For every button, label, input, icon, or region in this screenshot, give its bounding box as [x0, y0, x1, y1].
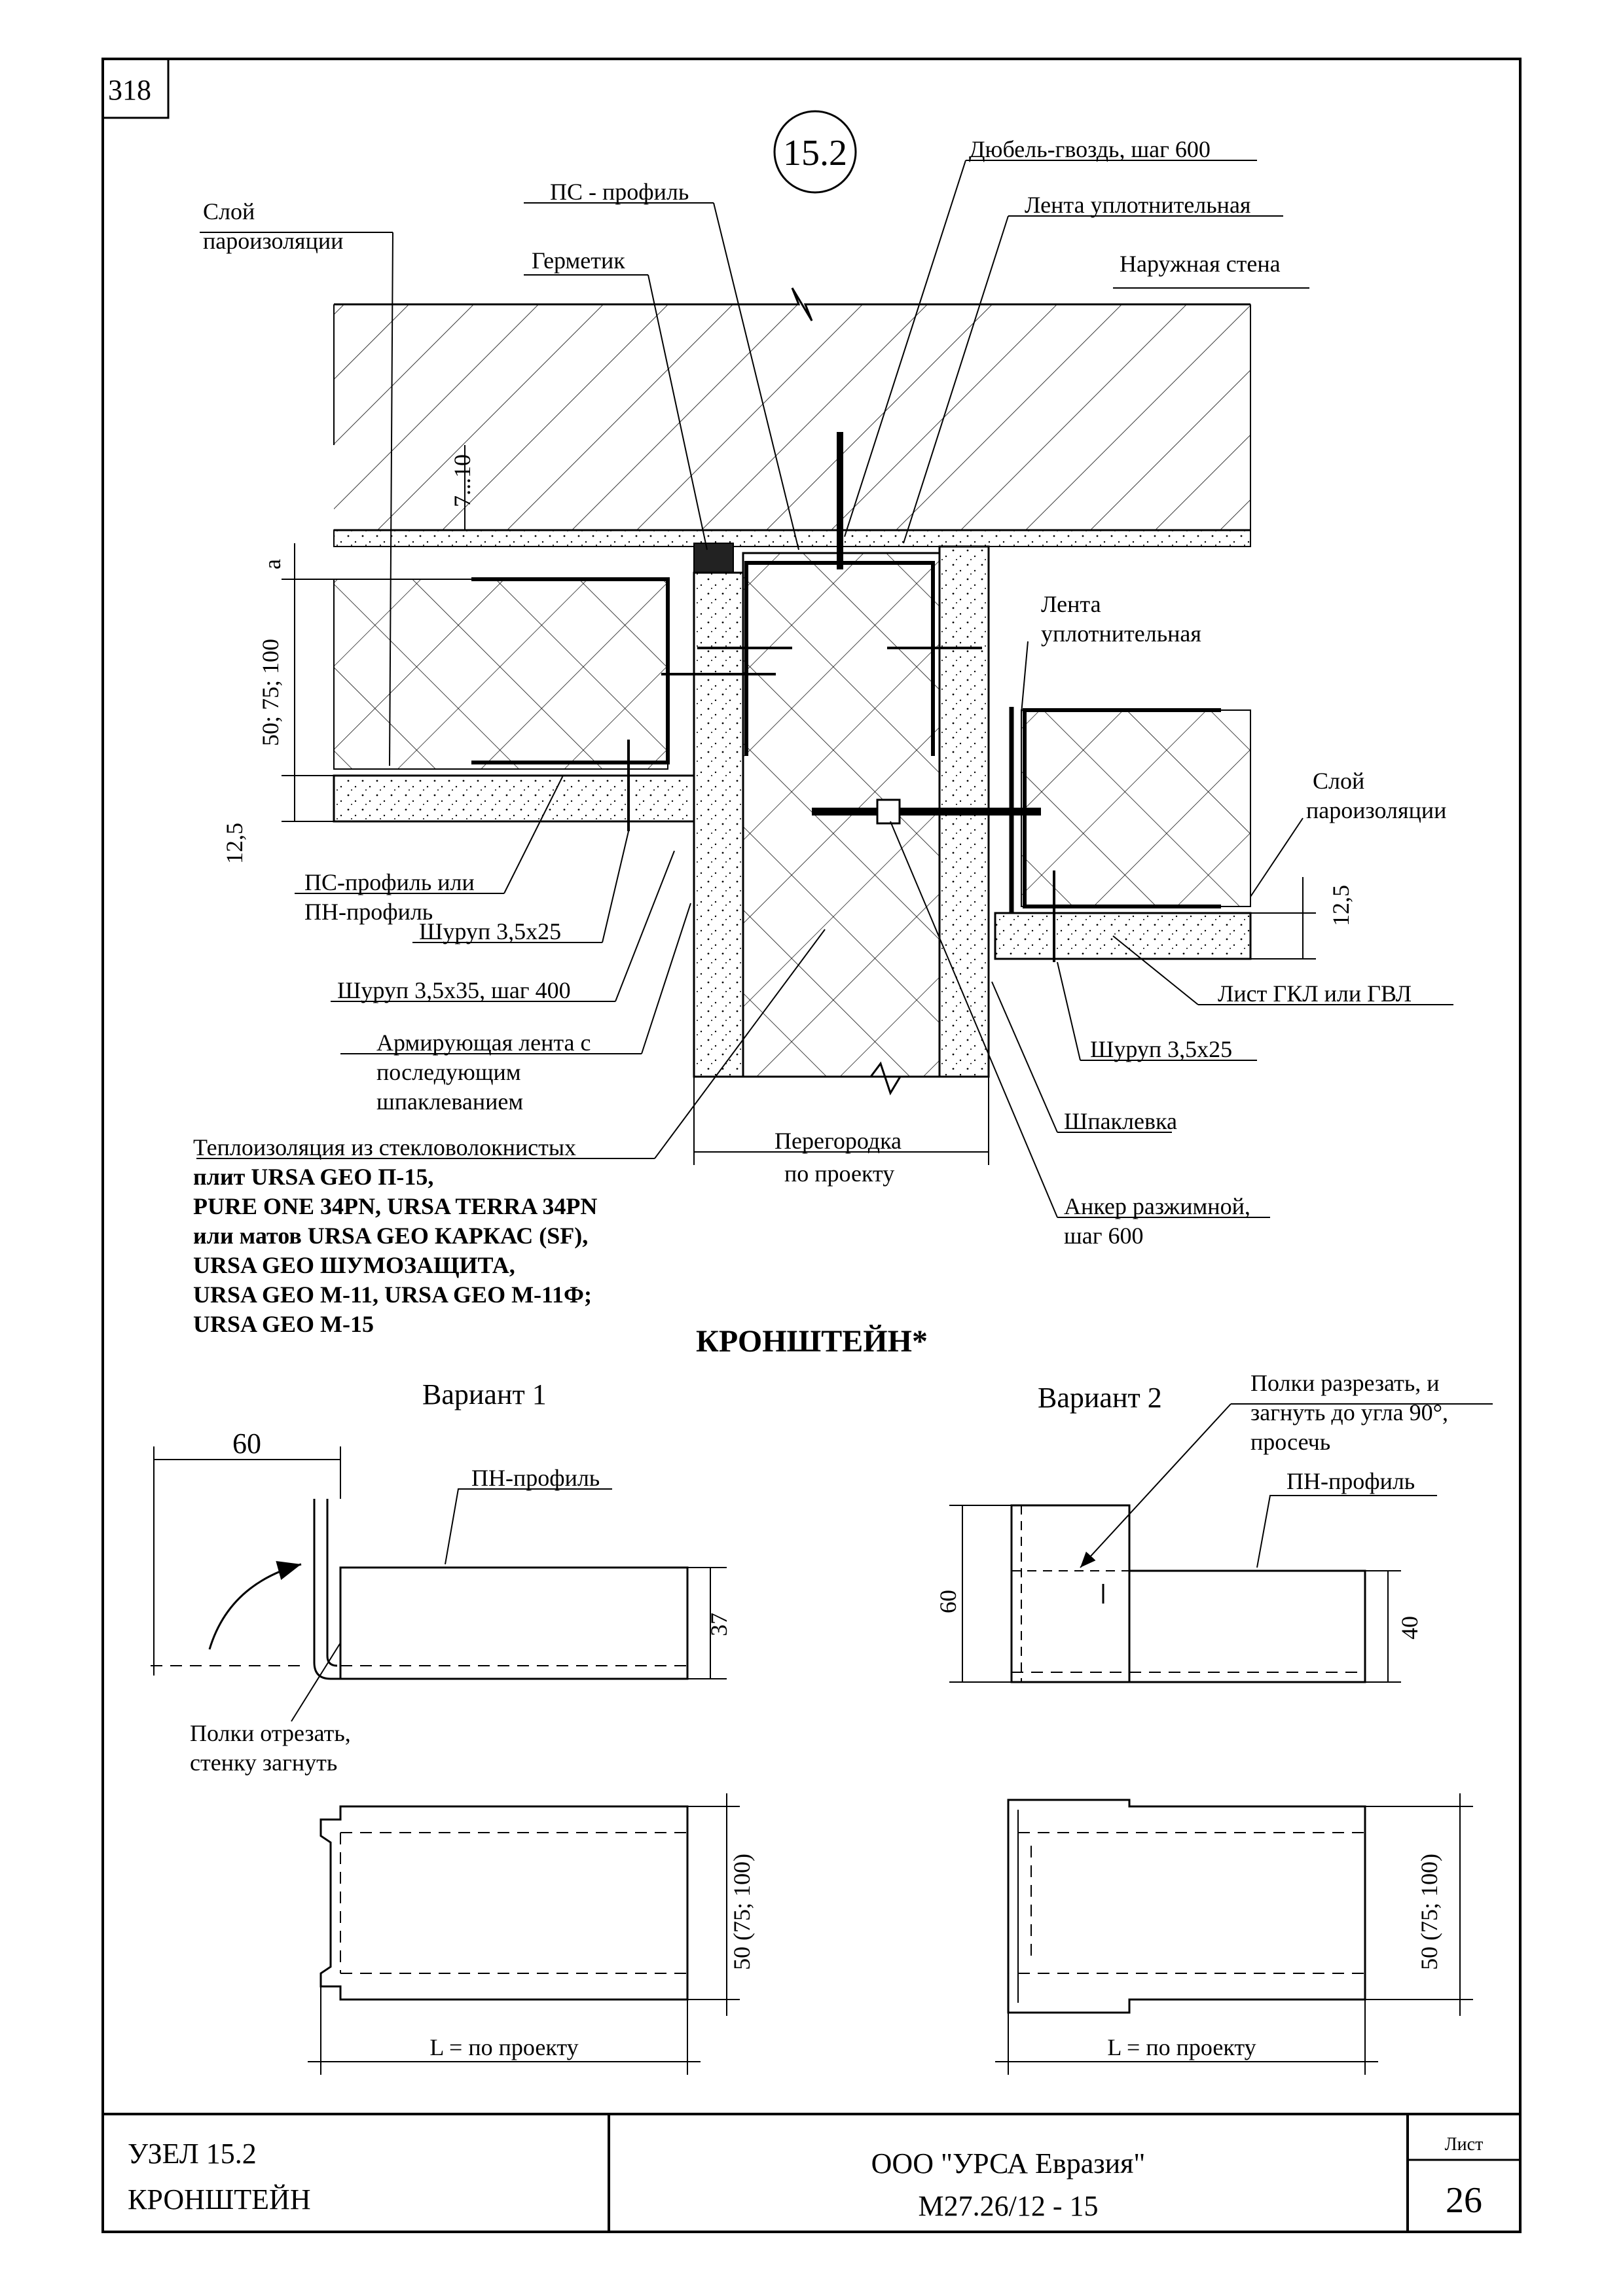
sealant-block: [693, 543, 734, 573]
label-dim-50-75-100: 50; 75; 100: [257, 639, 283, 746]
partition-break: [694, 1061, 989, 1096]
bracket-title: КРОНШТЕЙН*: [696, 1324, 928, 1359]
right-insulation: [1021, 709, 1251, 907]
label-screw-3-5x25-left: Шуруп 3,5х25: [419, 918, 561, 944]
variant1-dim-width: 60: [232, 1427, 261, 1460]
label-vapor-right-1: Слой: [1313, 768, 1364, 794]
label-vapor-left-2: пароизоляции: [203, 228, 343, 254]
label-dim-12-5-right: 12,5: [1328, 885, 1354, 926]
variant1-plan: [308, 1793, 740, 2075]
label-dim-a: a: [259, 559, 285, 569]
variant1-note-1: Полки отрезать,: [190, 1720, 351, 1746]
variant2-plan: [995, 1793, 1473, 2075]
sheet-frame: [101, 58, 1522, 2233]
label-reinforcing-1: Армирующая лента с: [376, 1030, 591, 1056]
label-anchor-2: шаг 600: [1064, 1223, 1143, 1249]
variant1-elevation: [151, 1446, 727, 1722]
variant1-title: Вариант 1: [422, 1378, 547, 1410]
right-profile: [1023, 708, 1221, 908]
leader-lines: [196, 160, 1453, 1218]
title-sheet-label: Лист: [1445, 2134, 1484, 2155]
label-dim-7-10: 7...10: [449, 454, 475, 507]
label-vapor-right-2: пароизоляции: [1306, 797, 1446, 823]
variant2-note-1: Полки разрезать, и: [1250, 1370, 1440, 1396]
variant2-elevation: [949, 1403, 1493, 1683]
variant1-profile: ПН-профиль: [471, 1465, 600, 1491]
label-insulation-4: или матов URSA GEO КАРКАС (SF),: [193, 1223, 588, 1249]
label-anchor-1: Анкер разжимной,: [1064, 1193, 1250, 1219]
label-ps-or-pn-2: ПН-профиль: [304, 899, 433, 925]
title-node-line-1: УЗЕЛ 15.2: [128, 2138, 257, 2170]
label-insulation-7: URSA GEO М-15: [193, 1311, 374, 1337]
label-seal-tape-right-1: Лента: [1041, 591, 1101, 617]
variant2-note-2: загнуть до угла 90°,: [1250, 1399, 1448, 1426]
variant1-dim-length: L = по проекту: [429, 2034, 578, 2060]
label-seal-tape-top: Лента уплотнительная: [1025, 192, 1250, 218]
title-sheet-number: 26: [1446, 2180, 1482, 2221]
label-screw-3-5x35: Шуруп 3,5х35, шаг 400: [337, 977, 571, 1003]
label-screw-3-5x25-right: Шуруп 3,5х25: [1090, 1036, 1232, 1062]
label-ps-profile: ПС - профиль: [550, 179, 689, 205]
outer-wall-edge: [334, 287, 1250, 321]
variant2-dim-height: 40: [1396, 1616, 1423, 1640]
variant2-profile: ПН-профиль: [1286, 1468, 1415, 1494]
variant2-title: Вариант 2: [1038, 1382, 1162, 1414]
variant2-dim-length: L = по проекту: [1107, 2034, 1256, 2060]
label-insulation-2: плит URSA GEO П-15,: [193, 1164, 433, 1190]
label-putty: Шпаклевка: [1064, 1108, 1177, 1134]
label-insulation-1: Теплоизоляция из стекловолокнистых: [193, 1134, 576, 1160]
label-insulation-3: PURE ONE 34PN, URSA TERRA 34PN: [193, 1193, 597, 1219]
variant1-note-2: стенку загнуть: [190, 1749, 337, 1776]
label-reinforcing-2: последующим: [376, 1059, 521, 1085]
label-dim-12-5-left: 12,5: [221, 823, 247, 864]
variant1-dim-side: 50 (75; 100): [729, 1854, 755, 1970]
label-reinforcing-3: шпаклеванием: [376, 1088, 523, 1115]
title-block: [103, 2113, 1520, 2232]
label-insulation-6: URSA GEO М-11, URSA GEO М-11Ф;: [193, 1282, 592, 1308]
label-outer-wall: Наружная стена: [1120, 251, 1281, 277]
label-sealant: Герметик: [532, 247, 625, 274]
node-number-circle: [773, 110, 857, 194]
label-dowel: Дюбель-гвоздь, шаг 600: [969, 136, 1211, 162]
left-insulation: [333, 579, 668, 770]
variant2-dim-left: 60: [935, 1590, 961, 1613]
plaster-layer: [333, 529, 1251, 547]
left-gypsum-board: [333, 774, 695, 823]
sheet-index-box: [101, 58, 170, 119]
label-seal-tape-right-2: уплотнительная: [1041, 620, 1201, 647]
label-partition-2: по проекту: [784, 1160, 894, 1187]
title-company: ООО "УРСА Евразия": [871, 2147, 1146, 2179]
label-ps-or-pn-1: ПС-профиль или: [304, 869, 475, 895]
title-node-line-2: КРОНШТЕЙН: [128, 2183, 311, 2215]
variant2-dim-side: 50 (75; 100): [1416, 1854, 1442, 1970]
sheet-index: 318: [108, 74, 151, 106]
label-vapor-left-1: Слой: [203, 198, 255, 224]
label-insulation-5: URSA GEO ШУМОЗАЩИТА,: [193, 1252, 515, 1278]
variant1-dim-height: 37: [706, 1613, 732, 1636]
partition-left-board: [693, 571, 744, 1078]
variant2-note-3: просечь: [1250, 1429, 1330, 1455]
left-profile: [471, 577, 670, 764]
node-number: 15.2: [783, 133, 847, 173]
outer-wall: [334, 304, 1250, 530]
label-partition-1: Перегородка: [775, 1128, 902, 1154]
right-gypsum-board: [994, 912, 1252, 960]
title-code: М27.26/12 - 15: [919, 2190, 1099, 2222]
label-gkl-sheet: Лист ГКЛ или ГВЛ: [1218, 980, 1412, 1007]
